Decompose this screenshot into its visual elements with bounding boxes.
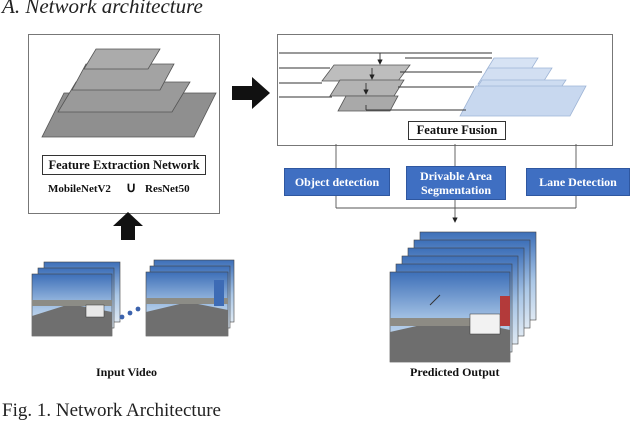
task-connections [335,144,577,223]
ellipsis-dots [119,306,141,320]
task-drivable-area-segmentation: Drivable Area Segmentation [406,166,506,200]
fusion-grey-pyramid [321,64,411,112]
feature-extraction-label: Feature Extraction Network [42,155,206,175]
input-frames-right [145,259,235,337]
extraction-pyramid [41,48,217,138]
backbone-resnet: ResNet50 [145,183,190,195]
figure-caption: Fig. 1. Network Architecture [2,400,221,421]
input-arrow [113,212,143,240]
main-flow-arrow [232,77,270,109]
union-symbol: ∪ [126,181,137,196]
feature-fusion-label: Feature Fusion [408,121,506,140]
input-frames-left [31,261,121,337]
input-video-label: Input Video [96,365,158,379]
fusion-connections [279,52,492,111]
output-frames [389,231,537,363]
backbone-mobilenet: MobileNetV2 [48,183,111,195]
fusion-blue-pyramid [459,57,587,117]
section-heading: A. Network architecture [2,0,203,18]
task-object-detection: Object detection [284,168,390,196]
predicted-output-label: Predicted Output [410,365,500,379]
task-lane-detection: Lane Detection [526,168,630,196]
